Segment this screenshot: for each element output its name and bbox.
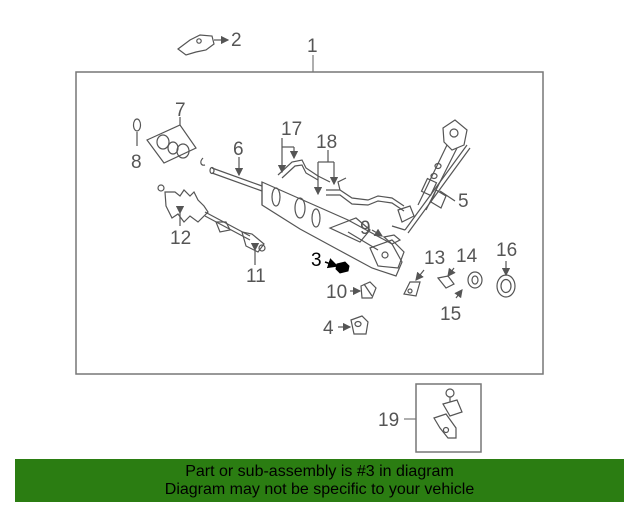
callout-1[interactable]: 1: [307, 36, 318, 57]
inner-rod-part-6[interactable]: [200, 157, 263, 192]
callout-14[interactable]: 14: [456, 246, 478, 267]
callout-7[interactable]: 7: [175, 100, 186, 121]
seal-kit-part-7[interactable]: [146, 117, 197, 164]
callout-19[interactable]: 19: [378, 410, 399, 431]
tie-rod-end-part-19[interactable]: [433, 388, 463, 439]
bracket-part-13[interactable]: [403, 269, 425, 297]
callout-17[interactable]: 17: [281, 119, 302, 140]
o-ring-part-8[interactable]: [132, 118, 142, 146]
boot-part-12[interactable]: [157, 184, 209, 226]
washer-part-15[interactable]: [454, 271, 483, 299]
callout-4[interactable]: 4: [323, 318, 334, 339]
bushing-part-3[interactable]: [324, 258, 350, 274]
callout-2[interactable]: 2: [231, 30, 242, 51]
pressure-lines-part-18[interactable]: [313, 150, 405, 212]
callout-18[interactable]: 18: [316, 132, 337, 153]
rack-housing-part-1[interactable]: [261, 181, 405, 277]
bracket-part-2[interactable]: [177, 34, 230, 56]
callout-15[interactable]: 15: [440, 304, 461, 325]
callout-3[interactable]: 3: [311, 250, 322, 271]
valve-housing-part-5[interactable]: [391, 119, 471, 234]
callout-5[interactable]: 5: [458, 191, 469, 212]
callout-6[interactable]: 6: [233, 139, 244, 160]
callout-9[interactable]: 9: [360, 218, 371, 239]
callout-12[interactable]: 12: [170, 228, 191, 249]
callout-16[interactable]: 16: [496, 240, 517, 261]
callout-13[interactable]: 13: [424, 248, 445, 269]
banner-line-part-number: Part or sub-assembly is #3 in diagram: [185, 463, 454, 480]
tie-rod-end-frame: [415, 383, 482, 453]
banner-line-disclaimer: Diagram may not be specific to your vehi…: [164, 481, 475, 498]
callout-8[interactable]: 8: [131, 152, 142, 173]
pressure-lines-part-17[interactable]: [277, 138, 331, 183]
clip-part-14[interactable]: [436, 267, 456, 289]
tie-rod-part-11[interactable]: [204, 211, 266, 265]
callout-10[interactable]: 10: [326, 282, 347, 303]
grommet-part-16[interactable]: [496, 261, 516, 298]
assembly-frame: [75, 71, 544, 375]
bushing-part-10[interactable]: [350, 281, 377, 299]
callout-11[interactable]: 11: [246, 266, 266, 287]
info-banner: Part or sub-assembly is #3 in diagram Di…: [15, 459, 624, 502]
mount-part-4[interactable]: [338, 315, 369, 335]
nut-part-9[interactable]: [371, 228, 402, 245]
